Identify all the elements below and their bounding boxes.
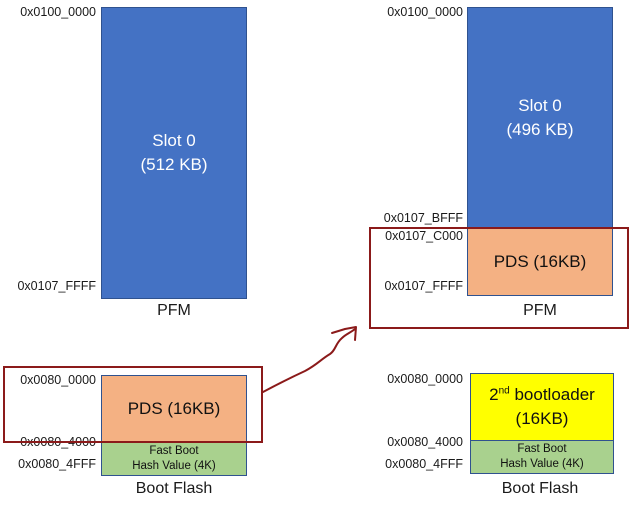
left-pfm-caption: PFM xyxy=(157,302,191,319)
right-pfm-addr-top: 0x0100_0000 xyxy=(387,5,463,19)
right-pds-label: PDS (16KB) xyxy=(493,252,587,271)
left-pfm-addr-top: 0x0100_0000 xyxy=(20,5,96,19)
left-slot0-size: (512 KB) xyxy=(140,155,208,174)
right-pfm-addr-pds-end: 0x0107_FFFF xyxy=(384,279,463,293)
left-slot0-title: Slot 0 xyxy=(152,131,196,150)
right-hash-line1: Fast Boot xyxy=(517,443,567,455)
right-boot-addr-start: 0x0080_0000 xyxy=(387,372,463,386)
right-boot-flash-caption: Boot Flash xyxy=(501,480,579,497)
left-pds-highlight-box xyxy=(3,366,263,443)
right-boot-addr-hash-start: 0x0080_4000 xyxy=(387,435,463,449)
left-pds-label: PDS (16KB) xyxy=(127,398,221,418)
left-hash-line1: Fast Boot xyxy=(149,444,199,457)
left-boot-flash-caption: Boot Flash xyxy=(135,480,213,497)
right-pds-highlight-box xyxy=(369,227,629,329)
bootloader-word: bootloader xyxy=(509,385,595,404)
right-hash-block: Fast Boot Hash Value (4K) xyxy=(470,440,614,474)
left-hash-line2: Hash Value (4K) xyxy=(132,459,216,472)
left-slot0-block: Slot 0 (512 KB) xyxy=(101,7,247,299)
left-boot-addr-start: 0x0080_0000 xyxy=(20,373,96,387)
right-pds-block: PDS (16KB) xyxy=(467,228,613,296)
left-pds-block: PDS (16KB) xyxy=(101,375,247,442)
right-pfm-caption: PFM xyxy=(523,302,557,319)
left-pfm-addr-bottom: 0x0107_FFFF xyxy=(17,279,96,293)
arrow-shaft xyxy=(262,328,356,393)
right-slot0-title: Slot 0 xyxy=(518,96,562,115)
right-hash-line2: Hash Value (4K) xyxy=(500,458,584,470)
right-pfm-addr-slot-end: 0x0107_BFFF xyxy=(383,211,463,225)
left-boot-addr-hash-end: 0x0080_4FFF xyxy=(18,457,96,471)
right-boot-addr-hash-end: 0x0080_4FFF xyxy=(385,457,463,471)
bootloader-ordinal-suffix: nd xyxy=(498,385,510,397)
bootloader-ordinal-number: 2 xyxy=(489,385,499,404)
arrow-head-icon xyxy=(331,326,357,341)
right-bootloader-size: (16KB) xyxy=(515,409,569,428)
right-bootloader-title: 2nd bootloader xyxy=(489,383,595,407)
right-slot0-size: (496 KB) xyxy=(506,120,574,139)
right-bootloader-block: 2nd bootloader (16KB) xyxy=(470,373,614,441)
left-hash-block: Fast Boot Hash Value (4K) xyxy=(101,441,247,476)
right-pfm-addr-pds-start: 0x0107_C000 xyxy=(385,229,463,243)
